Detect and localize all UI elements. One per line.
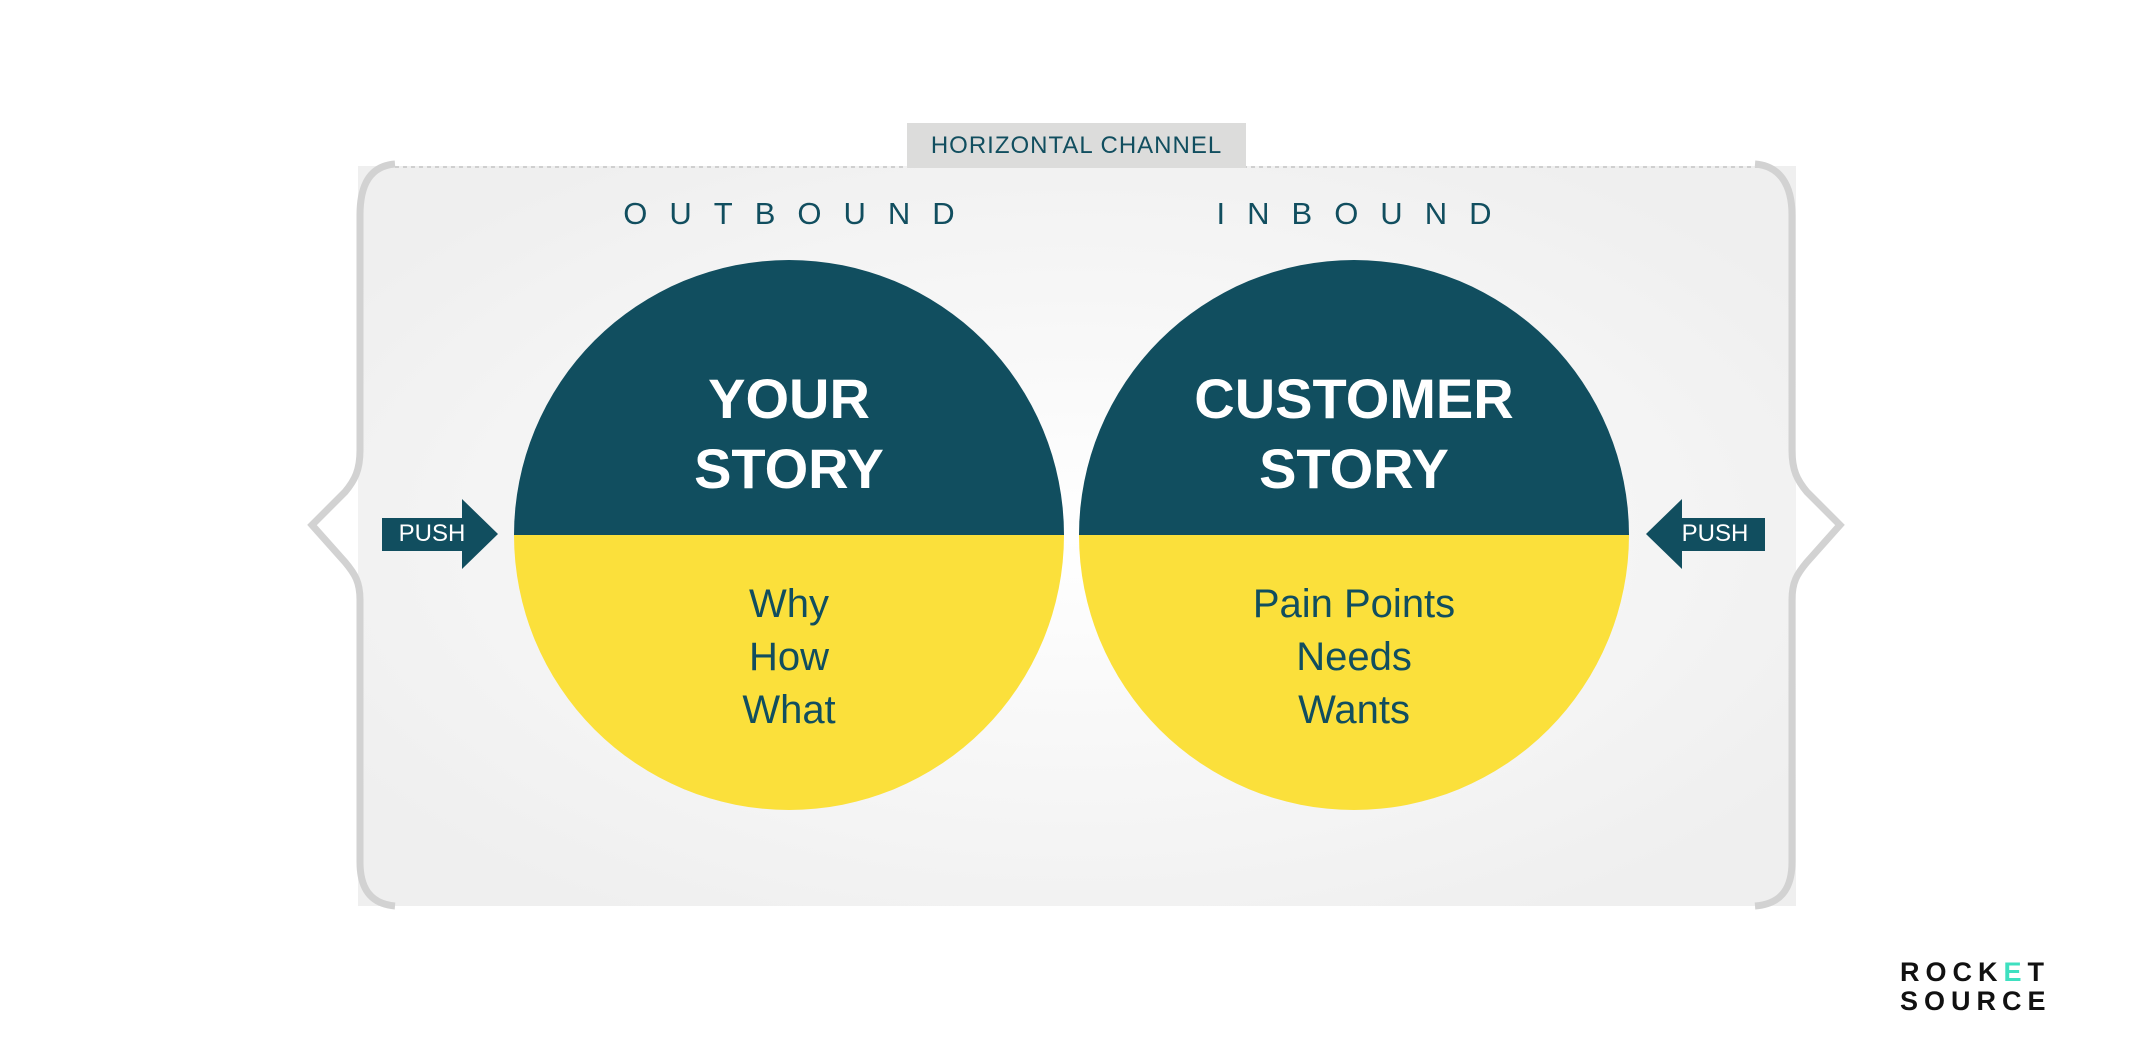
logo-text: T (2027, 957, 2051, 987)
your-story-items: Why How What (539, 578, 1039, 737)
horizontal-channel-label: HORIZONTAL CHANNEL (907, 123, 1246, 168)
push-arrow-right-pointing (382, 499, 498, 569)
list-item: Pain Points (1252, 582, 1456, 626)
push-arrow-left-pointing (1646, 499, 1765, 569)
customer-story-items: Pain Points Needs Wants (1104, 578, 1604, 737)
customer-story-circle (1079, 260, 1629, 810)
push-label-right: PUSH (1681, 520, 1749, 547)
list-item: How (748, 635, 830, 679)
your-story-title: YOUR STORY (539, 364, 1039, 504)
title-line: YOUR (708, 367, 870, 430)
title-line: STORY (694, 437, 884, 500)
logo-e-glyph: E (2003, 957, 2028, 987)
logo-text: ROCK (1900, 957, 2004, 987)
left-brace (307, 160, 396, 910)
push-label-left: PUSH (398, 520, 466, 547)
logo-text: SOURCE (1900, 986, 2052, 1016)
list-item: What (742, 688, 836, 732)
right-brace (1754, 160, 1845, 910)
inbound-heading: INBOUND (1216, 196, 1514, 231)
outbound-heading: OUTBOUND (623, 196, 977, 231)
title-line: CUSTOMER (1194, 367, 1514, 430)
list-item: Needs (1296, 635, 1412, 679)
rocketsource-logo: ROCKET SOURCE (1900, 958, 2060, 1016)
customer-story-title: CUSTOMER STORY (1104, 364, 1604, 504)
title-line: STORY (1259, 437, 1449, 500)
list-item: Why (749, 582, 829, 626)
list-item: Wants (1298, 688, 1410, 732)
